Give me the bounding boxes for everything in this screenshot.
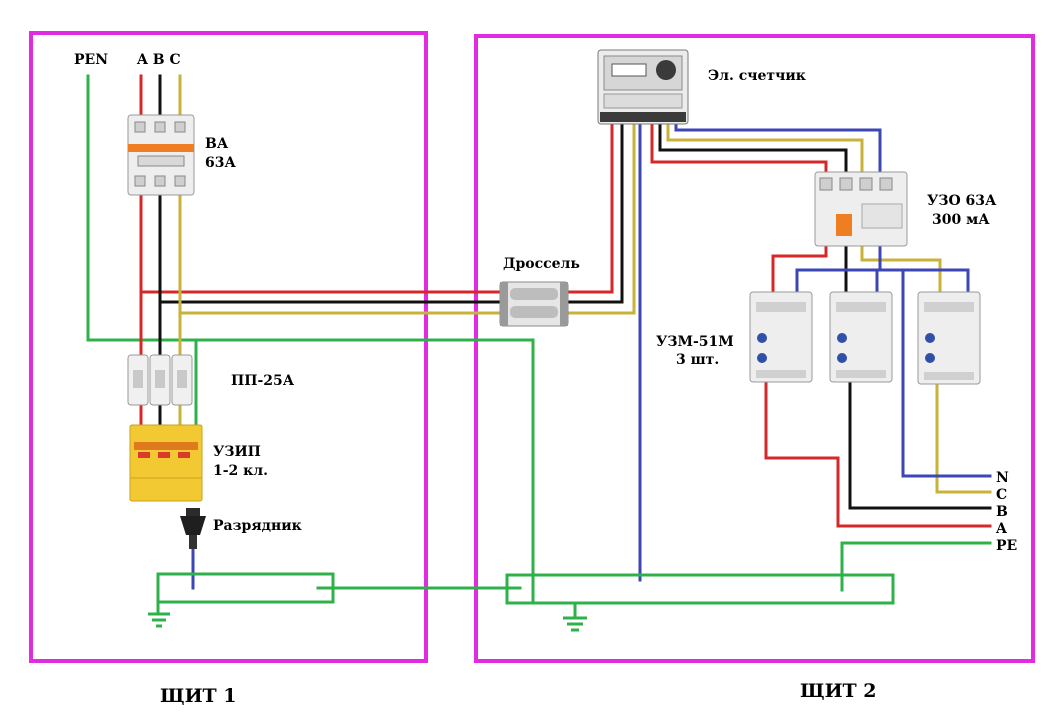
panel-1-title: ЩИТ 1 (160, 685, 237, 707)
panel-1-frame (29, 31, 428, 663)
choke-b-to-meter (566, 120, 624, 304)
label-breaker-2: 63А (205, 155, 236, 171)
label-rcd-1: УЗО 63А (927, 193, 997, 209)
ground-symbol-1-icon (148, 612, 170, 628)
relay1-out-a (764, 378, 992, 528)
label-out-n: N (996, 470, 1009, 486)
label-abc: A B C (136, 52, 181, 68)
label-choke: Дроссель (503, 256, 580, 272)
relay3-out-c (935, 383, 992, 494)
fuse-holder-icon (127, 354, 193, 406)
ground-symbol-2-icon (563, 616, 587, 632)
neutral-out-n (901, 268, 992, 478)
voltage-relay-3-icon (917, 291, 981, 385)
electricity-meter-icon (597, 49, 689, 125)
label-breaker-1: ВА (205, 136, 229, 152)
ground-bus-2 (505, 573, 895, 605)
label-out-b: B (996, 504, 1008, 520)
choke-icon (499, 281, 569, 327)
label-rcd-2: 300 мА (932, 212, 990, 228)
voltage-relay-1-icon (749, 291, 813, 383)
label-out-c: C (996, 487, 1007, 503)
rcd-n-to-relays (795, 242, 882, 298)
rcd-n-bus (878, 268, 970, 298)
voltage-relay-2-icon (829, 291, 893, 383)
rcd-c-to-relay3 (860, 242, 942, 298)
label-meter: Эл. счетчик (708, 68, 806, 84)
label-pen: PEN (74, 52, 108, 68)
panel-2-title: ЩИТ 2 (800, 680, 877, 702)
ground-bus-1 (156, 572, 335, 604)
label-out-a: A (995, 521, 1008, 537)
relay2-out-b (848, 378, 992, 510)
panel-2-frame (474, 34, 1035, 663)
label-arrester: Разрядник (213, 518, 302, 534)
pen-wire (86, 74, 535, 602)
surge-protector-icon (129, 424, 203, 502)
choke-a-to-meter (566, 120, 614, 294)
label-relay-2: 3 шт. (676, 352, 719, 368)
label-spd-2: 1-2 кл. (213, 463, 268, 479)
meter-a-to-rcd (650, 120, 828, 178)
label-spd-1: УЗИП (213, 444, 261, 460)
meter-b-to-rcd (658, 120, 848, 178)
circuit-breaker-icon (127, 114, 195, 196)
label-out-pe: PE (996, 538, 1017, 554)
pe-out (840, 541, 992, 592)
meter-n-to-rcd (674, 120, 882, 178)
label-relay-1: УЗМ-51М (656, 334, 734, 350)
meter-c-to-rcd (666, 120, 864, 178)
label-fuses: ПП-25А (231, 373, 295, 389)
choke-c-to-meter (566, 120, 636, 315)
spark-gap-arrester-icon (180, 508, 206, 549)
rcd-a-to-relay1 (771, 242, 828, 298)
rcd-icon (814, 171, 908, 247)
